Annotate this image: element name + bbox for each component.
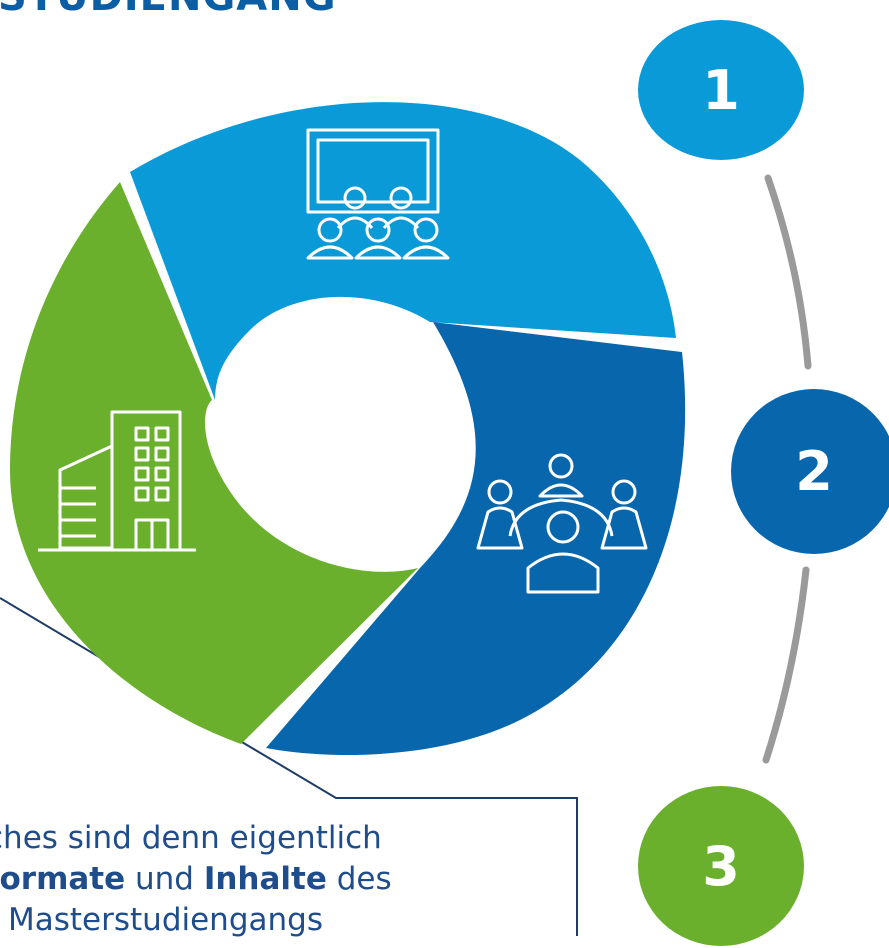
office-building-icon	[38, 410, 196, 552]
callout-word-und: und	[125, 861, 204, 897]
callout-word-des: des	[326, 861, 392, 897]
connector-arc-2-3	[762, 566, 810, 764]
segment-green	[10, 182, 418, 744]
segment-blue-dark	[266, 322, 686, 755]
callout-question: ches sind denn eigentlich formate und In…	[0, 818, 572, 948]
meeting-table-icon	[476, 453, 648, 594]
callout-bold-inhalte: Inhalte	[203, 861, 327, 897]
callout-line-3: Masterstudiengangs	[8, 902, 323, 938]
segment-blue-light	[130, 102, 676, 401]
step-3-number: 3	[702, 834, 740, 898]
callout-line-2: formate und Inhalte des	[0, 859, 572, 900]
callout-bold-formate: formate	[0, 861, 126, 897]
step-1-circle: 1	[638, 20, 804, 160]
step-1-number: 1	[702, 58, 740, 122]
connector-arc-1-2	[764, 174, 812, 370]
step-2-number: 2	[795, 440, 833, 503]
lecture-audience-icon	[306, 128, 450, 260]
page-title: STUDIENGANG	[0, 0, 337, 20]
step-2-circle: 2	[731, 389, 889, 554]
step-3-circle: 3	[638, 786, 804, 946]
callout-line-1: ches sind denn eigentlich	[0, 820, 382, 856]
